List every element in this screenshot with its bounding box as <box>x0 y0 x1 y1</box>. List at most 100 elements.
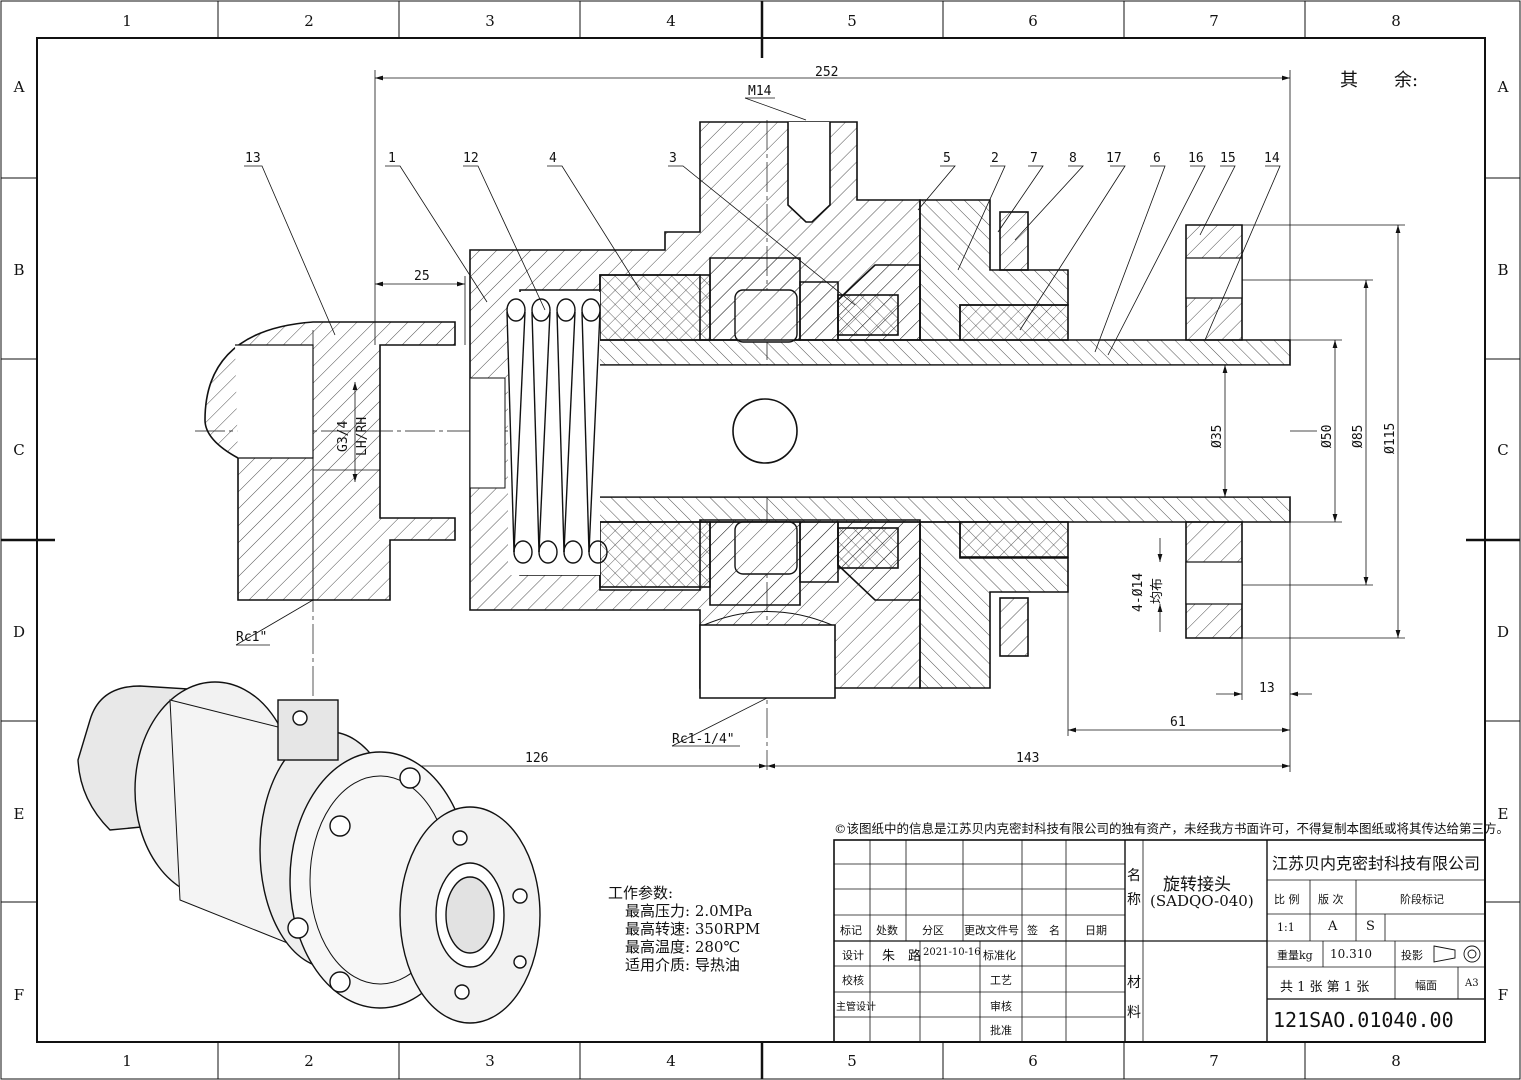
drawing-number: 121SAO.01040.00 <box>1273 1008 1454 1032</box>
designer: 朱 路 <box>882 949 922 964</box>
col-label-top: 4 <box>666 12 676 30</box>
name-label: 名称 <box>1127 868 1141 908</box>
weight-label: 重量kg <box>1277 949 1313 962</box>
material-label: 材料 <box>1127 975 1141 1021</box>
part-name: 旋转接头 <box>1163 875 1231 895</box>
stage-label: 阶段标记 <box>1400 893 1444 906</box>
balloon-8: 8 <box>1069 151 1077 166</box>
col-label-bottom: 6 <box>1028 1052 1038 1070</box>
bolt <box>999 211 1029 271</box>
row-label-left: F <box>14 986 24 1004</box>
dim-holes: 4-Ø14 <box>1131 573 1146 612</box>
dim-dia-50: Ø50 <box>1320 425 1335 448</box>
title-block-grid <box>833 839 1486 1043</box>
col-label-bottom: 2 <box>304 1052 314 1070</box>
check-label: 校核 <box>842 974 864 987</box>
dim-dia-85: Ø85 <box>1351 425 1366 448</box>
product-illustration <box>77 681 541 1024</box>
balloon-13: 13 <box>245 151 261 166</box>
dim-dia-35: Ø35 <box>1210 425 1225 448</box>
row-label-right: E <box>1498 805 1509 823</box>
row-label-right: F <box>1498 986 1508 1004</box>
format-label: 幅面 <box>1415 979 1437 992</box>
dimension-text: 252 M14 25 Rc1" Rc1-1/4" 126 143 61 13 G… <box>236 65 1398 766</box>
design-label: 设计 <box>842 949 864 962</box>
row-label-right: B <box>1497 261 1508 279</box>
col-label-top: 6 <box>1028 12 1038 30</box>
shaft-part <box>584 339 1291 366</box>
chief-design-label: 主管设计 <box>836 1002 876 1013</box>
col-label-top: 1 <box>122 12 132 30</box>
params-title: 工作参数: <box>608 884 674 902</box>
weight-value: 10.310 <box>1330 947 1372 961</box>
rev-header: 标记 <box>840 924 862 937</box>
col-label-top: 7 <box>1209 12 1219 30</box>
packing-ring <box>959 521 1069 558</box>
company-name: 江苏贝内克密封科技有限公司 <box>1272 854 1481 873</box>
approve-label: 批准 <box>990 1024 1012 1037</box>
balloon-17: 17 <box>1106 151 1122 166</box>
balloon-7: 7 <box>1030 151 1038 166</box>
work-parameters: 工作参数: 最高压力: 2.0MPa 最高转速: 350RPM 最高温度: 28… <box>608 884 760 974</box>
rev-header: 处数 <box>876 924 898 937</box>
balloon-2: 2 <box>991 151 999 166</box>
row-label-right: C <box>1497 441 1508 459</box>
col-label-bottom: 8 <box>1391 1052 1401 1070</box>
standardize-label: 标准化 <box>983 949 1016 962</box>
dim-thread-port: M14 <box>748 84 772 99</box>
dim-pipe-thread-dir: LH/RH <box>355 417 370 456</box>
col-label-top: 2 <box>304 12 314 30</box>
dim-dia-115: Ø115 <box>1383 423 1398 454</box>
balloon-leaders <box>244 165 1281 356</box>
col-label-top: 8 <box>1391 12 1401 30</box>
part-model: (SADQO-040) <box>1150 892 1254 910</box>
balloon-16: 16 <box>1188 151 1204 166</box>
dim-offset: 25 <box>414 269 430 284</box>
col-label-bottom: 3 <box>485 1052 495 1070</box>
dim-inlet-thread: Rc1" <box>236 630 267 645</box>
row-label-right: A <box>1497 78 1509 96</box>
balloon-6: 6 <box>1153 151 1161 166</box>
row-label-left: A <box>13 78 25 96</box>
rev-header: 日期 <box>1085 924 1107 937</box>
balloon-5: 5 <box>943 151 951 166</box>
balloon-1: 1 <box>388 151 396 166</box>
row-label-left: D <box>13 623 25 641</box>
rev-header: 分区 <box>922 924 944 937</box>
packing-ring <box>959 304 1069 341</box>
param-temperature: 最高温度: 280℃ <box>625 938 741 956</box>
scale-value: 1:1 <box>1277 921 1295 934</box>
col-label-top: 5 <box>847 12 857 30</box>
row-label-right: D <box>1497 623 1509 641</box>
format-value: A3 <box>1465 978 1479 989</box>
balloon-12: 12 <box>463 151 479 166</box>
row-label-left: B <box>13 261 24 279</box>
balloon-15: 15 <box>1220 151 1236 166</box>
bolt <box>999 597 1029 657</box>
dim-total-length: 252 <box>815 65 838 80</box>
row-label-left: E <box>14 805 25 823</box>
rev-header: 更改文件号 <box>964 924 1019 937</box>
param-speed: 最高转速: 350RPM <box>625 920 761 938</box>
balloon-3: 3 <box>669 151 677 166</box>
dim-holes-note: 均布 <box>1150 578 1165 604</box>
balloon-4: 4 <box>549 151 557 166</box>
dim-61: 61 <box>1170 715 1186 730</box>
spring <box>506 292 608 575</box>
version-value: A <box>1328 919 1338 934</box>
balloon-labels: 13 1 12 4 3 5 2 7 8 17 6 16 15 14 <box>245 151 1280 166</box>
sheet-count: 共 1 张 第 1 张 <box>1280 980 1370 995</box>
remainder-note: 其 余: <box>1340 70 1418 91</box>
col-label-top: 3 <box>485 12 495 30</box>
version-label: 版 次 <box>1318 893 1344 906</box>
balloon-14: 14 <box>1264 151 1280 166</box>
param-pressure: 最高压力: 2.0MPa <box>625 902 753 920</box>
param-medium: 适用介质: 导热油 <box>625 956 740 974</box>
design-date: 2021-10-16 <box>923 947 981 958</box>
dim-126: 126 <box>525 751 548 766</box>
section-view <box>195 120 1320 770</box>
dim-pipe-thread: G3/4 <box>336 421 351 452</box>
zone-labels: 1 2 3 4 5 6 7 8 1 2 3 4 5 6 7 8 A B C D … <box>13 12 1509 1070</box>
